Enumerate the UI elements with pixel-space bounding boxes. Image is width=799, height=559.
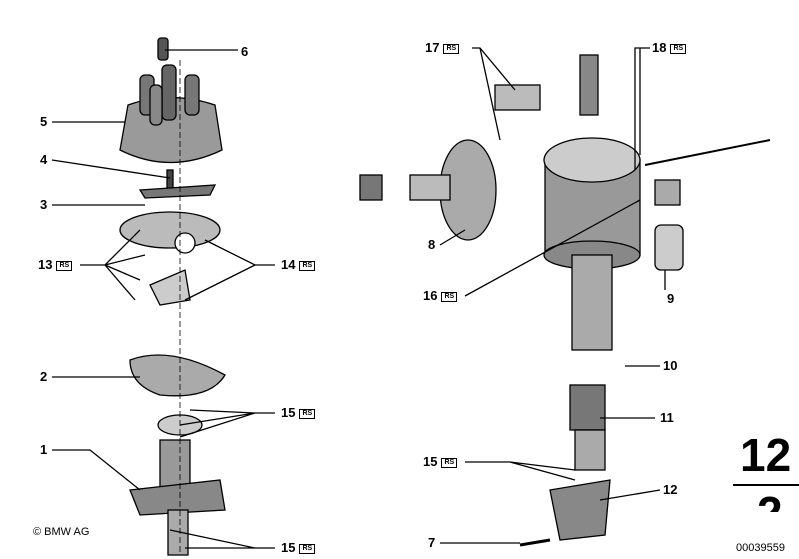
label-2: 2 <box>40 369 48 384</box>
group-sub-number: 2 <box>757 490 783 512</box>
label-17-number: 17 <box>425 40 440 55</box>
label-7: 7 <box>428 535 436 550</box>
label-10: 10 <box>663 358 678 373</box>
label-5: 5 <box>40 114 48 129</box>
label-6: 6 <box>241 44 249 59</box>
rs-badge: RS <box>299 261 316 271</box>
distributor-housing <box>519 54 641 547</box>
label-3: 3 <box>40 197 48 212</box>
label-15-number: 15 <box>423 454 438 469</box>
label-12: 12 <box>663 482 678 497</box>
label-1: 1 <box>40 442 48 457</box>
label-15-number: 15 <box>281 540 296 555</box>
label-11: 11 <box>660 410 674 425</box>
label-4: 4 <box>40 152 48 167</box>
leader-lines-left <box>51 49 275 549</box>
label-9: 9 <box>667 291 675 306</box>
label-15-number: 15 <box>281 405 296 420</box>
rs-badge: RS <box>441 292 458 302</box>
group-main-number: 12 <box>740 429 792 481</box>
diagram-number: 00039559 <box>736 542 785 554</box>
rs-badge: RS <box>670 44 687 54</box>
distributor-cap <box>119 37 223 164</box>
rs-badge: RS <box>299 544 316 554</box>
rs-badge: RS <box>441 458 458 468</box>
label-8: 8 <box>428 237 436 252</box>
rs-badge: RS <box>299 409 316 419</box>
rs-badge: RS <box>56 261 73 271</box>
label-18-number: 18 <box>652 40 667 55</box>
leader-lines-right <box>439 47 666 544</box>
rotor-and-points <box>119 60 226 556</box>
rs-badge: RS <box>443 44 460 54</box>
copyright: © BMW AG <box>33 526 90 538</box>
label-14-number: 14 <box>281 257 296 272</box>
label-16-number: 16 <box>423 288 438 303</box>
label-13-number: 13 <box>38 257 53 272</box>
vacuum-unit <box>359 84 771 271</box>
